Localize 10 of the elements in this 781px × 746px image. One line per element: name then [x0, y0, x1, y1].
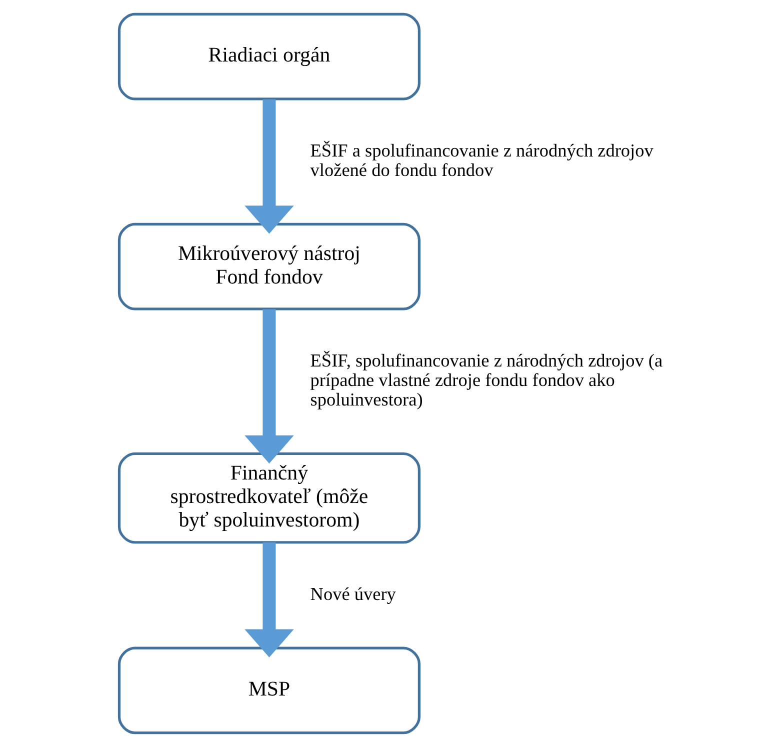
arrow	[244, 98, 294, 234]
edge-label: EŠIF a spolufinancovanie z národných zdrojov vložené do fondu fondov	[310, 140, 654, 180]
node-box: Finančný sprostredkovateľ (môže byť spoluinvestorom)	[118, 452, 420, 544]
arrow	[244, 542, 294, 657]
edge-label: Nové úvery	[310, 584, 396, 604]
edge-label: EŠIF, spolufinancovanie z národných zdrojov (a prípadne vlastné zdroje fondu fondov ako spoluinvestora)	[310, 350, 663, 410]
node-box: MSP	[118, 646, 420, 734]
node-box: Mikroúverový nástroj Fond fondov	[118, 222, 420, 310]
arrow	[244, 308, 294, 464]
node-box: Riadiaci orgán	[118, 12, 420, 100]
